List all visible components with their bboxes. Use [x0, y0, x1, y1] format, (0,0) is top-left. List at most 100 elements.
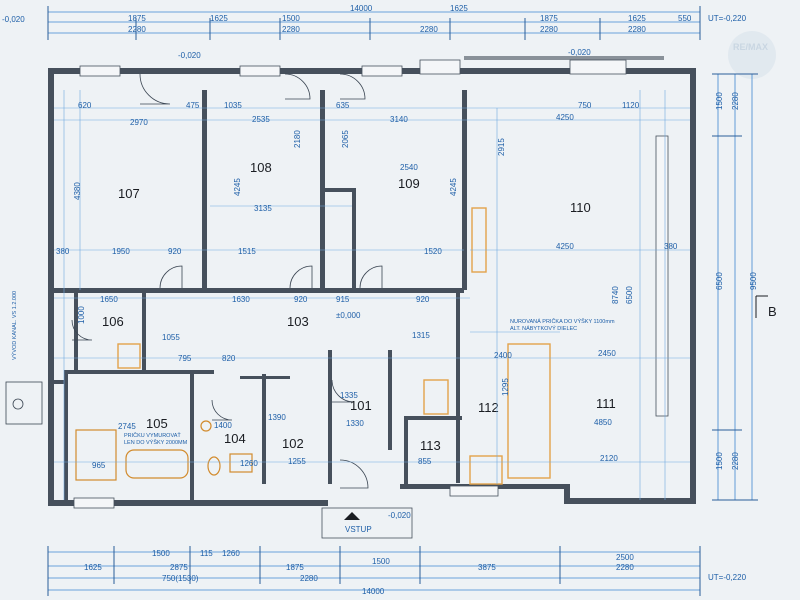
- room-dim: 1055: [162, 333, 180, 342]
- top-dim: 550: [678, 14, 692, 23]
- top-dim: 1875: [128, 14, 146, 23]
- remax-logo: RE/MAX: [728, 31, 776, 79]
- bath-fixtures: [75, 420, 253, 481]
- room-dim: 1295: [501, 378, 510, 396]
- logo-text: RE/MAX: [733, 42, 768, 52]
- room-dim: 1315: [412, 331, 430, 340]
- side-note: VÝVOD KANAL. VS 1.2.000: [11, 291, 18, 360]
- room-label: 106: [102, 314, 124, 329]
- room-dim: 620: [78, 101, 92, 110]
- room-dim: 2120: [600, 454, 618, 463]
- room-dim: 1950: [112, 247, 130, 256]
- interior-walls: [54, 90, 467, 500]
- room-label: 105: [146, 416, 168, 431]
- entrance-label: VSTUP: [345, 525, 372, 534]
- room-label: 113: [420, 438, 441, 453]
- entrance: VSTUP: [321, 507, 413, 539]
- kitchen-counter: [117, 207, 551, 485]
- room-label: 111: [596, 396, 616, 411]
- interior-dimension-lines: [54, 90, 690, 500]
- room-dim: 1390: [268, 413, 286, 422]
- room-dim: 2970: [130, 118, 148, 127]
- top-dim: 1875: [540, 14, 558, 23]
- room-dim: 1000: [77, 306, 86, 324]
- room-dimensions: 4380 2970 1950 920 475 1035 2535 2180 42…: [56, 101, 678, 470]
- room-dim: 1520: [424, 247, 442, 256]
- room-dim: 820: [222, 354, 236, 363]
- room-label: 101: [350, 398, 372, 413]
- right-dim: 1500: [715, 452, 724, 470]
- bottom-dimension-lines: [47, 546, 701, 596]
- top-dim: 2280: [128, 25, 146, 34]
- bottom-dim: 2500: [616, 553, 634, 562]
- section-label: B: [768, 304, 777, 319]
- top-dim: 1625: [210, 14, 228, 23]
- bottom-dim: 750(1530): [162, 574, 199, 583]
- room-dim: 3140: [390, 115, 408, 124]
- top-dim: 1625: [628, 14, 646, 23]
- top-dims-row2: 2280 2280 2280 2280 2280: [128, 25, 646, 34]
- level-label: -0,020: [2, 15, 25, 24]
- top-dim: 1500: [282, 14, 300, 23]
- kitchen-note-line2: ALT. NÁBYTKOVÝ DIELEC: [510, 325, 577, 332]
- room-label: 110: [570, 200, 591, 215]
- level-label: UT=-0,220: [708, 573, 747, 582]
- top-dims-row1: 1875 1625 1500 1875 1625 550: [128, 14, 692, 23]
- level-label: -0,020: [388, 511, 411, 520]
- top-dimension-lines: [47, 6, 701, 40]
- room-dim: 1330: [346, 419, 364, 428]
- room-dim: 380: [56, 247, 70, 256]
- room-dim: 1260: [240, 459, 258, 468]
- bottom-dims-row2: 1625 2875 1875 3875 2280: [84, 563, 634, 572]
- room-dim: 2745: [118, 422, 136, 431]
- room-label: 103: [287, 314, 309, 329]
- bottom-total-dim: 14000: [362, 587, 385, 596]
- room-dim: 2180: [293, 130, 302, 148]
- room-labels: 107 108 109 110 106 103 105 104 102 101 …: [102, 160, 616, 453]
- section-marker: B: [755, 295, 777, 319]
- bottom-dim: 115: [200, 549, 213, 558]
- room-dim: 2915: [497, 138, 506, 156]
- room-dim: 915: [336, 295, 350, 304]
- utility-box: [5, 381, 43, 425]
- room-dim: 4245: [449, 178, 458, 196]
- room-dim: 2400: [494, 351, 512, 360]
- bottom-dim: 1875: [286, 563, 304, 572]
- bottom-dim: 3875: [478, 563, 496, 572]
- bottom-dim: 2875: [170, 563, 188, 572]
- room-dim: 2535: [252, 115, 270, 124]
- right-dim: 1500: [715, 92, 724, 110]
- room-dim: 855: [418, 457, 432, 466]
- room-dim: 475: [186, 101, 200, 110]
- room-dim: 1630: [232, 295, 250, 304]
- bottom-dim: 1260: [222, 549, 240, 558]
- bottom-dims-row1: 1500 115 1260 1500 2500: [152, 549, 634, 566]
- right-dim: 6500: [715, 272, 724, 290]
- room-dim: 635: [336, 101, 350, 110]
- room-dim: 2450: [598, 349, 616, 358]
- bottom-dim: 2280: [300, 574, 318, 583]
- level-label: UT=-0,220: [708, 14, 747, 23]
- bath-note-line2: LEN DO VÝŠKY 2000MM: [124, 439, 188, 446]
- room-dim: 1650: [100, 295, 118, 304]
- room-dim: 1400: [214, 421, 232, 430]
- bottom-dims-row3: 750(1530) 2280: [162, 574, 318, 583]
- room-dim: 380: [664, 242, 678, 251]
- top-dim: 2280: [282, 25, 300, 34]
- room-dim: 920: [416, 295, 430, 304]
- kitchen-note-line1: NUROVANÁ PRIČKA DO VÝŠKY 1100mm: [510, 318, 615, 325]
- right-dim: 2280: [731, 92, 740, 110]
- right-dim: 2280: [731, 452, 740, 470]
- room-dim: 2540: [400, 163, 418, 172]
- room-dim: 1255: [288, 457, 306, 466]
- room-dim: 1035: [224, 101, 242, 110]
- room-dim: 6500: [625, 286, 634, 304]
- bottom-dim: 1500: [372, 557, 390, 566]
- room-dim: 750: [578, 101, 592, 110]
- room-dim: 920: [294, 295, 308, 304]
- right-dimension-lines: [712, 73, 758, 501]
- room-dim: 8740: [611, 286, 620, 304]
- room-label: 102: [282, 436, 304, 451]
- room-dim: 4250: [556, 242, 574, 251]
